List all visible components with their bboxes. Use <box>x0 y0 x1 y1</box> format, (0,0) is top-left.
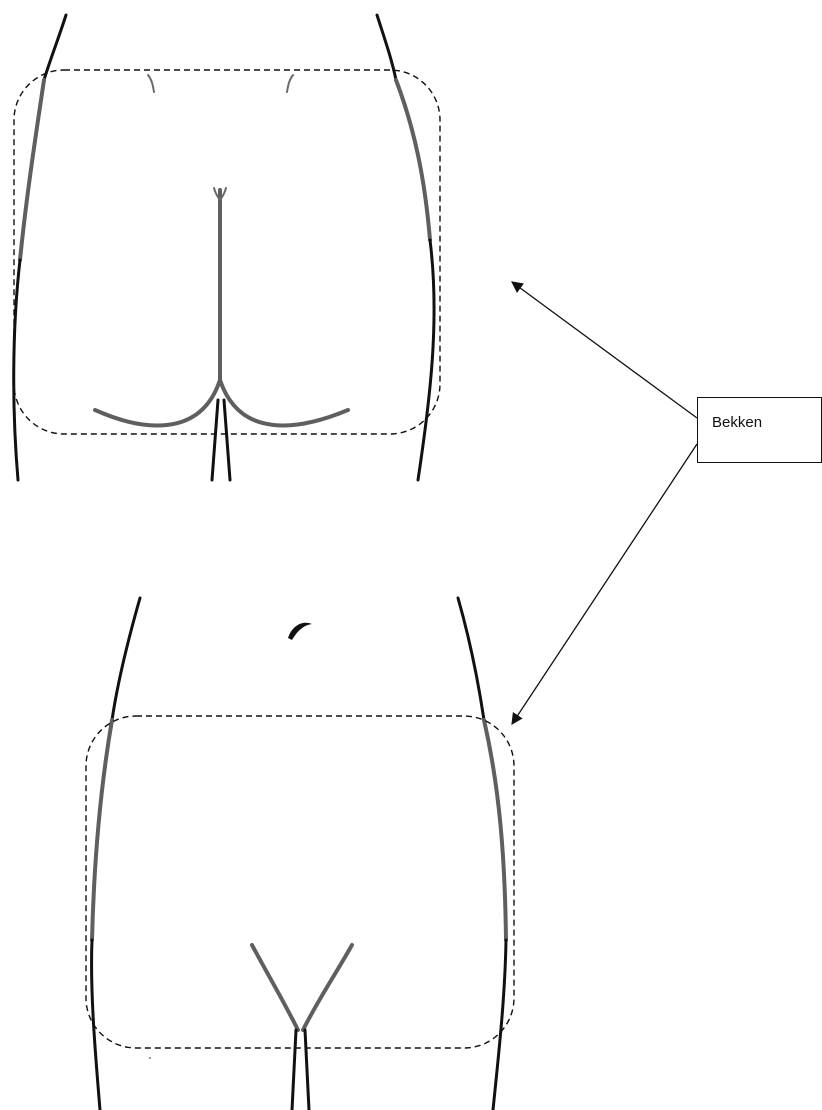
back-dimple-left <box>148 75 154 92</box>
back-view-pelvis-region <box>14 70 440 434</box>
arrow-to-front-view <box>512 444 697 724</box>
groin-line-left <box>252 945 298 1030</box>
back-view-inner-thigh-left <box>212 400 218 480</box>
front-view-inner-thigh-left <box>292 1030 296 1110</box>
back-view-left-hip-outline <box>20 80 44 260</box>
front-view-left-leg-outline <box>92 940 100 1110</box>
front-view-right-outline <box>458 598 484 720</box>
front-view-right-hip-outline <box>484 720 506 940</box>
navel-mark <box>288 623 312 640</box>
front-view-left-outline <box>112 598 140 720</box>
back-view-figure <box>14 15 440 480</box>
front-view-left-hip-outline <box>92 720 112 940</box>
back-dimple-right <box>287 75 293 92</box>
back-view-right-leg-outline <box>418 240 434 480</box>
front-view-pelvis-region <box>86 716 514 1048</box>
groin-line-right <box>303 945 352 1030</box>
back-view-right-hip-outline <box>396 80 430 240</box>
arrow-to-back-view <box>512 282 697 418</box>
front-view-figure <box>86 598 514 1110</box>
gluteal-fold-right <box>220 380 348 425</box>
front-view-inner-thigh-right <box>305 1030 309 1110</box>
bekken-label-box: Bekken <box>697 397 822 463</box>
artifact-dot <box>149 1057 151 1059</box>
gluteal-fold-left <box>95 380 220 425</box>
back-view-inner-thigh-right <box>224 400 230 480</box>
front-view-right-leg-outline <box>493 940 506 1110</box>
bekken-label: Bekken <box>712 414 762 431</box>
